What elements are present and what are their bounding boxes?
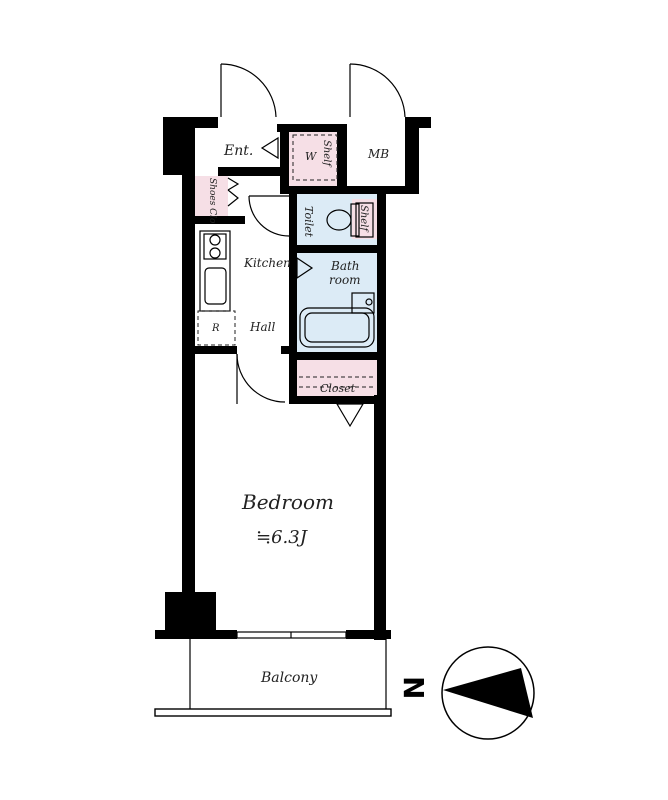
wall-closet-bottom [289,396,386,404]
shoes-closet-zone [195,176,228,216]
kitchen-label: Kitchen [243,256,291,270]
hall-label: Hall [249,320,275,334]
wall-bottom-ledge-right [346,630,391,639]
entrance-door [220,63,277,118]
shoes-closet-label: Shoes Clo [207,178,217,224]
compass-needle-icon [443,668,533,718]
room-label: room [329,273,361,287]
balcony-outline [154,639,392,717]
wall-hall-bottom-right [281,346,297,354]
toilet-shelf-label: Shelf [358,205,369,233]
closet-label: Closet [320,382,356,395]
shoes-closet-door [227,177,240,207]
upper-shelf-dashes [292,134,338,181]
compass: N [397,646,535,740]
balcony-window [236,631,347,639]
wall-right-upper [377,186,386,406]
toilet-fixture [326,203,360,237]
wall-left [182,175,195,635]
wall-bottom-left-block [165,592,216,634]
balcony-label: Balcony [260,670,318,686]
closet-zone [297,360,377,397]
toilet-label: Toilet [302,206,315,238]
upper-shelf-zone [289,131,341,186]
wall-wet-left [289,186,297,402]
bedroom-label: Bedroom [241,490,334,514]
bedroom-step-marker [335,403,365,428]
wall-hall-bottom [182,346,237,354]
closet-dashes [299,376,375,388]
hall-step-marker [296,256,314,280]
sink-fixture [199,230,231,312]
walls [155,117,431,640]
wall-mb-right [405,117,419,193]
bathtub-fixture [299,292,375,348]
wall-right-lower [374,395,386,640]
bedroom-door [236,353,286,404]
wall-top-left-lip [163,117,218,128]
upper-shelf-label: Shelf [321,140,332,168]
bedroom-size-label: ≒6.3J [256,527,309,548]
entrance-label: Ent. [223,143,253,159]
mb-door [349,63,406,118]
entrance-step-marker [260,136,279,160]
wall-bath-closet [297,352,377,360]
wall-entry-right [280,124,289,194]
wardrobe-label: W [305,150,318,163]
north-letter: N [397,676,430,699]
wall-toilet-bath [297,245,377,253]
wall-bottom-ledge-left [155,630,237,639]
wall-entry-top [277,124,347,132]
toilet-door [248,195,290,237]
wall-shoes-bottom [195,216,245,224]
toilet-shelf-box [355,202,374,238]
meter-box-label: MB [367,147,389,161]
wall-mb-left [337,124,347,193]
wall-mb-bottom [283,186,419,194]
wall-entry-step [218,167,282,176]
refrigerator-label: R [211,323,220,334]
bath-label: Bath [330,259,360,273]
